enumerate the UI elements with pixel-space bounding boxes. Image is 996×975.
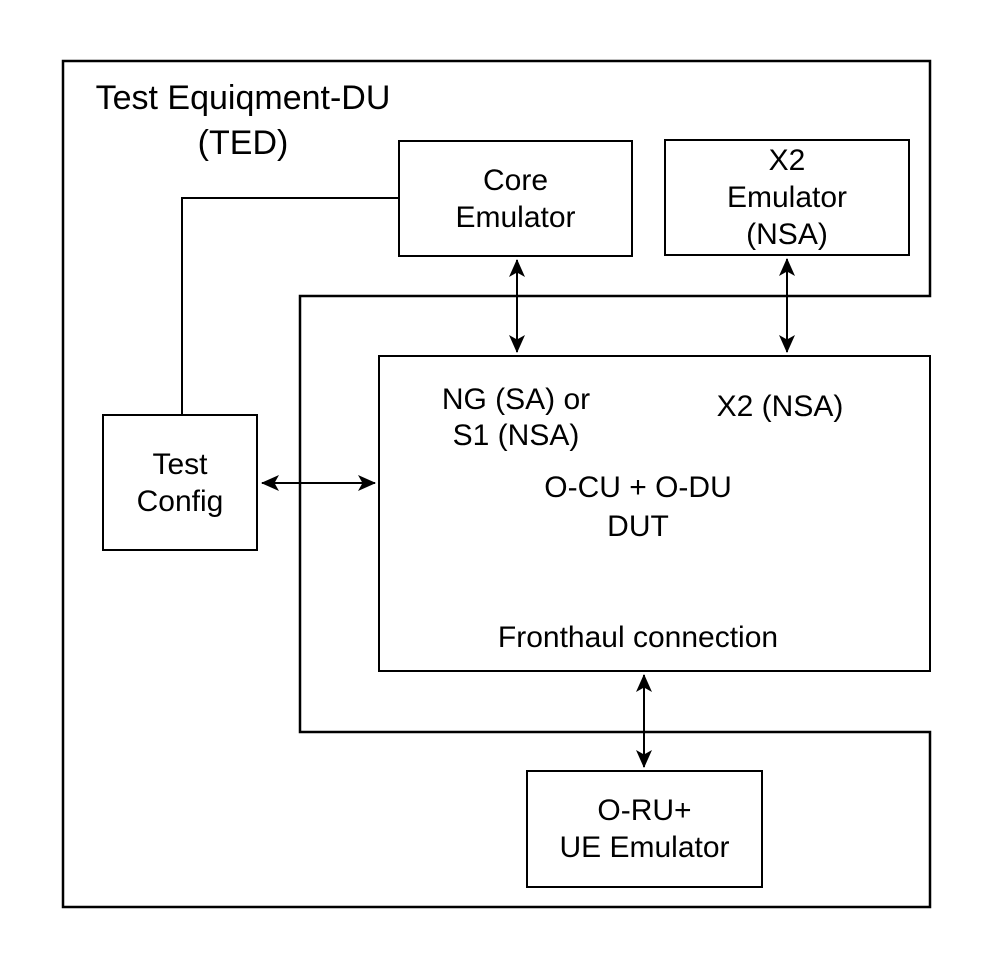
dut-ng-interface-label-line2: S1 (NSA): [452, 419, 580, 452]
oru-ue-emulator-label-line2: UE Emulator: [559, 831, 730, 864]
core-emulator-label-line2: Emulator: [455, 200, 576, 234]
ted-title: Test Equiqment-DU (TED): [63, 76, 423, 166]
test-config-label-line2: Config: [136, 484, 224, 518]
oru-ue-emulator-label-line1: O-RU+: [597, 794, 692, 827]
ted-title-line1: Test Equiqment-DU: [95, 79, 391, 117]
dut-name-line1: O-CU + O-DU: [544, 471, 732, 504]
x2-emulator-label-line3: (NSA): [746, 218, 828, 251]
test-config-label-line1: Test: [152, 447, 208, 481]
dut-name-label: O-CU + O-DU DUT: [378, 468, 898, 546]
ted-boundary: [61, 59, 932, 909]
oru-ue-emulator-box: O-RU+ UE Emulator: [526, 770, 763, 888]
dut-name-line2: DUT: [607, 510, 669, 543]
dut-fronthaul-label: Fronthaul connection: [497, 621, 779, 654]
x2-emulator-label-line1: X2: [768, 144, 806, 177]
dut-box: [378, 355, 931, 672]
x2-emulator-label-line2: Emulator: [726, 181, 848, 214]
dut-ng-interface-label-line1: NG (SA) or: [441, 383, 591, 416]
ted-title-line2: (TED): [197, 124, 289, 162]
dut-ng-interface-label: NG (SA) or S1 (NSA): [406, 382, 626, 454]
core-testconfig-connector: [181, 197, 398, 414]
core-emulator-box: Core Emulator: [398, 140, 633, 257]
dut-x2-interface-label: X2 (NSA): [716, 390, 844, 423]
x2-emulator-box: X2 Emulator (NSA): [664, 139, 910, 256]
test-config-box: Test Config: [102, 414, 258, 551]
core-emulator-label-line1: Core: [482, 163, 549, 197]
